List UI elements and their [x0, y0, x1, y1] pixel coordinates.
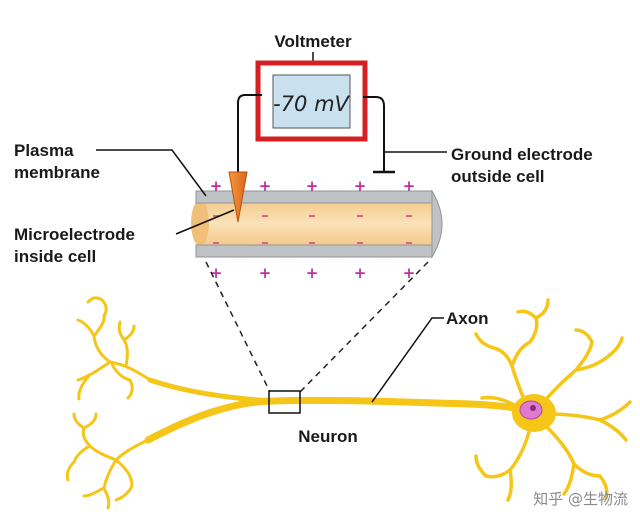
axon-terminal-lower: [65, 412, 150, 510]
plasma-membrane-label-line2: membrane: [14, 163, 100, 182]
neuron-label: Neuron: [298, 427, 358, 446]
charge-plus: +: [403, 264, 416, 282]
axon-terminal-upper: [76, 296, 152, 401]
neuron-nucleolus: [530, 405, 536, 411]
plasma-membrane-label-line1: Plasma: [14, 141, 74, 160]
axon-cut-end: [191, 200, 209, 246]
voltmeter-display: [272, 74, 351, 129]
charge-plus: +: [306, 177, 319, 195]
charge-plus: +: [259, 264, 272, 282]
watermark: 知乎 @生物流: [533, 490, 628, 508]
charge-minus: –: [261, 206, 269, 224]
zoom-box: [268, 390, 301, 414]
microelectrode-tip: [228, 171, 248, 223]
voltmeter-reading: -70 mV: [273, 92, 350, 116]
charge-minus: –: [356, 206, 364, 224]
charge-plus: +: [354, 177, 367, 195]
charge-plus: +: [403, 177, 416, 195]
charge-plus: +: [259, 177, 272, 195]
voltmeter-label: Voltmeter: [274, 32, 352, 51]
watermark-text: 知乎 @生物流: [533, 490, 628, 508]
microelectrode-leader: [175, 209, 235, 235]
microelectrode-label-line1: Microelectrode: [14, 225, 135, 244]
charge-minus: –: [212, 206, 220, 224]
axon-leader: [371, 317, 444, 403]
ground-electrode-label-line1: Ground electrode: [451, 145, 593, 164]
ground-electrode-label-line2: outside cell: [451, 167, 545, 186]
inside-charges: – – – – – – – – – –: [212, 206, 413, 251]
charge-minus: –: [261, 233, 269, 251]
dendrite-network: [474, 298, 632, 502]
outside-charges: + + + + + + + + + +: [210, 177, 416, 282]
zoom-line-left: [205, 261, 271, 393]
axon-label: Axon: [446, 309, 489, 328]
plasma-membrane-leader: [96, 149, 207, 197]
neuron-illustration: [65, 296, 632, 510]
ground-wire: [363, 96, 385, 172]
charge-minus: –: [356, 233, 364, 251]
charge-minus: –: [212, 233, 220, 251]
charge-minus: –: [405, 206, 413, 224]
neuron-axon: [144, 396, 529, 444]
axon-far-end: [431, 189, 443, 259]
charge-plus: +: [210, 177, 223, 195]
charge-plus: +: [354, 264, 367, 282]
charge-plus: +: [306, 264, 319, 282]
microelectrode-label-line2: inside cell: [14, 247, 96, 266]
zoom-line-right: [299, 261, 429, 393]
charge-minus: –: [405, 233, 413, 251]
charge-minus: –: [308, 233, 316, 251]
neuron-axon-upper-branch: [147, 377, 275, 404]
charge-minus: –: [308, 206, 316, 224]
microelectrode-wire: [237, 94, 262, 172]
